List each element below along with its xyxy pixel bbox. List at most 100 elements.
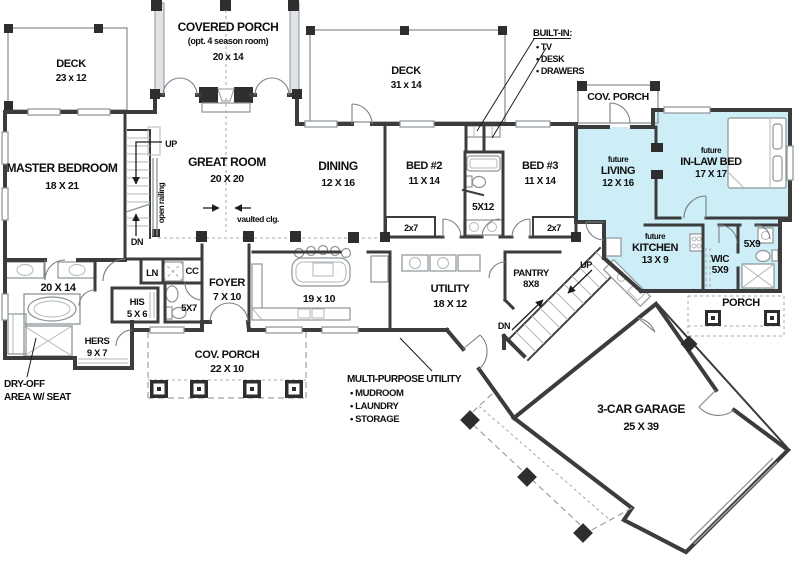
- label-bed2-name: BED #2: [406, 160, 442, 172]
- porch-column-icon: [705, 310, 721, 326]
- shower-icon: [23, 325, 73, 357]
- hall-bath-fixtures-icon: [463, 155, 504, 236]
- label-covered-porch-dims: 20 x 14: [213, 52, 244, 63]
- door-icon: [44, 259, 66, 281]
- label-great-room-dims: 20 X 20: [210, 173, 244, 185]
- inlaw-bed-icon: [727, 117, 787, 189]
- builtin-leader-line: [476, 38, 535, 132]
- label-future-living-name: LIVING: [601, 165, 635, 177]
- label-builtin-tv: • TV: [536, 42, 552, 52]
- label-dining-dims: 12 X 16: [321, 177, 355, 189]
- door-icon: [488, 261, 506, 279]
- label-multipurpose-storage: • STORAGE: [350, 414, 399, 425]
- label-foyer-name: FOYER: [209, 277, 245, 289]
- kitchen-counter-icon: [251, 255, 389, 321]
- door-icon: [585, 221, 605, 241]
- label-builtin-drawers: • DRAWERS: [536, 66, 584, 76]
- cov-porch-front: [147, 332, 307, 399]
- porch-column-icon: [764, 310, 780, 326]
- door-icon: [718, 224, 738, 244]
- label-multipurpose-title: MULTI-PURPOSE UTILITY: [347, 374, 462, 385]
- label-his-name: HIS: [130, 297, 145, 308]
- porch-column-icon: [150, 380, 168, 398]
- label-dryoff-line2: AREA W/ SEAT: [4, 392, 71, 403]
- label-vaulted-clg: vaulted clg.: [237, 214, 279, 224]
- label-garage-dims: 25 X 39: [623, 421, 658, 433]
- up-arrow-icon: [567, 269, 593, 294]
- powder-fixtures-icon: [165, 285, 187, 320]
- garage-stairs-icon: [501, 246, 622, 362]
- label-garage-stairs-up: UP: [580, 260, 592, 270]
- label-bed3-dims: 11 X 14: [524, 176, 556, 187]
- label-bath-5x12: 5X12: [472, 202, 495, 213]
- garage-door-icon: [698, 389, 735, 416]
- label-powder-dims: 5X7: [181, 303, 197, 314]
- door-icon: [683, 195, 707, 219]
- future-kitchen-fixtures-icon: [602, 233, 704, 308]
- label-deck-right-name: DECK: [391, 65, 421, 77]
- cov-porch-inlaw: [577, 81, 660, 124]
- label-wic-name: WIC: [711, 254, 729, 265]
- future-bath-fixtures-icon: [741, 227, 779, 289]
- down-arrow-icon: [511, 299, 544, 331]
- door-icon: [184, 282, 203, 301]
- door-icon: [351, 103, 373, 125]
- label-master-dims: 18 X 21: [45, 180, 79, 192]
- label-future-kitchen-name: KITCHEN: [632, 242, 679, 254]
- label-cov-porch-front-name: COV. PORCH: [195, 349, 260, 361]
- label-dining-name: DINING: [318, 159, 358, 173]
- porch-right: [687, 295, 785, 337]
- label-kitchen-dims: 19 x 10: [303, 293, 336, 305]
- label-foyer-dims: 7 X 10: [213, 291, 242, 303]
- label-builtin-desk: • DESK: [536, 54, 565, 64]
- porch-column-icon: [190, 380, 208, 398]
- label-deck-right-dims: 31 x 14: [391, 80, 422, 91]
- door-icon: [102, 258, 126, 282]
- label-garage-stairs-down: DN: [498, 321, 510, 331]
- posts: [150, 89, 663, 243]
- fireplace-icon: [199, 87, 253, 113]
- label-great-room-name: GREAT ROOM: [188, 155, 266, 169]
- label-dryoff-line1: DRY-OFF: [4, 379, 45, 390]
- multipurpose-leader-line: [399, 337, 433, 372]
- label-builtin-title: BUILT-IN:: [533, 28, 572, 39]
- builtin-leader-line: [491, 47, 547, 139]
- label-linen: LN: [146, 268, 158, 279]
- up-arrow-icon: [132, 141, 162, 185]
- label-hers-dims: 9 X 7: [87, 348, 107, 359]
- label-covered-porch-option: (opt. 4 season room): [188, 36, 269, 46]
- label-stairs-up: UP: [165, 139, 177, 149]
- dryoff-leader-line: [26, 337, 37, 378]
- label-multipurpose-laundry: • LAUNDRY: [350, 401, 400, 412]
- french-door-icon: [254, 77, 290, 96]
- label-master-bath-dims: 20 X 14: [40, 282, 76, 294]
- label-closet-bed2: 2x7: [404, 223, 418, 233]
- label-utility-name: UTILITY: [431, 283, 471, 295]
- french-door-icon: [162, 77, 198, 96]
- label-closet-bed3: 2x7: [547, 223, 561, 233]
- door-icon: [511, 218, 531, 238]
- label-bed3-name: BED #3: [522, 160, 558, 172]
- label-his-dims: 5 X 6: [127, 309, 147, 320]
- label-future-inlaw-dims: 17 X 17: [695, 169, 728, 180]
- label-cov-porch-inlaw: COV. PORCH: [587, 91, 649, 103]
- garage-entry-door-icon: [637, 317, 656, 333]
- doors: [44, 77, 771, 370]
- windows: [1, 106, 794, 334]
- label-garage-name: 3-CAR GARAGE: [597, 402, 685, 416]
- label-pantry-dims: 8X8: [523, 279, 539, 290]
- label-cov-porch-front-dims: 22 X 10: [210, 363, 244, 375]
- label-future-bath-dims: 5X9: [744, 239, 761, 250]
- wic-shelving-icon: [705, 248, 711, 288]
- label-master-name: MASTER BEDROOM: [6, 161, 117, 175]
- label-bed2-dims: 11 X 14: [408, 176, 440, 187]
- cc-shelving-icon: [162, 261, 184, 282]
- door-icon: [115, 329, 133, 347]
- dryoff-seat-icon: [7, 313, 27, 355]
- garage-pier-icon: [680, 335, 698, 353]
- door-jamb-icon: [651, 170, 663, 179]
- master-vanity-icon: [5, 261, 97, 279]
- label-future-kitchen-prefix: future: [645, 232, 666, 241]
